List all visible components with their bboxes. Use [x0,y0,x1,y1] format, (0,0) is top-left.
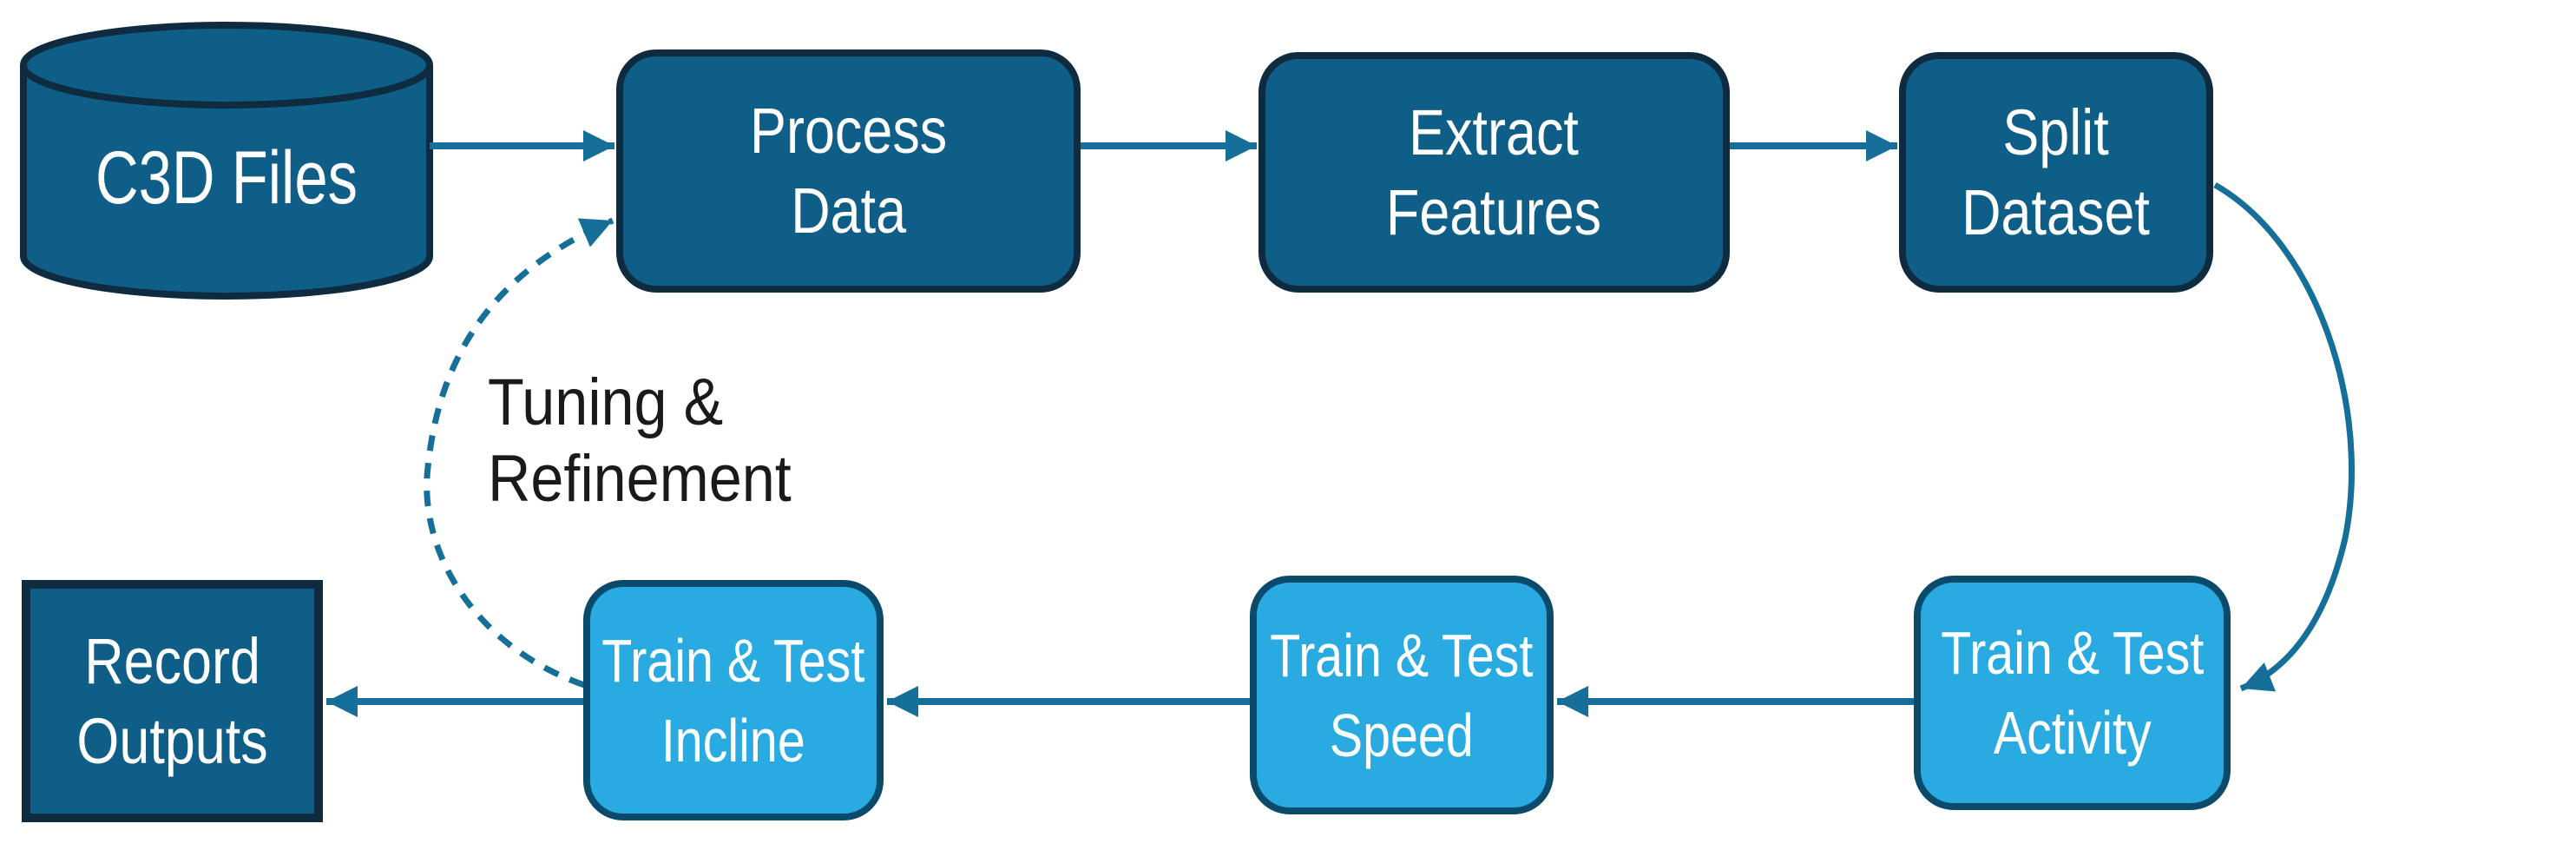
node-extract-features: Extract Features [1258,52,1730,293]
node-train-test-speed: Train & Test Speed [1250,576,1554,814]
node-train-test-incline: Train & Test Incline [583,580,884,820]
node-label: Record Outputs [76,622,267,781]
node-process-data: Process Data [616,49,1081,293]
annotation-line: Refinement [488,442,792,516]
node-label: Process Data [750,91,947,251]
node-record-outputs: Record Outputs [22,580,323,822]
node-label-line: Split [2002,96,2110,168]
annotation-line: Tuning & [488,366,724,439]
node-label: Split Dataset [1962,93,2151,253]
edge-split-to-activity [2213,181,2355,692]
node-label-line: Train & Test [1940,619,2205,687]
node-train-test-activity: Train & Test Activity [1914,576,2231,810]
node-label-line: Train & Test [1270,621,1534,689]
cylinder-top-ellipse [20,22,433,109]
cylinder-shape [20,65,433,300]
node-label: Extract Features [1386,93,1601,253]
node-label: Train & Test Incline [601,621,864,781]
node-label-line: Data [791,175,906,247]
node-label-line: Extract [1409,96,1580,168]
node-label: Train & Test Activity [1941,613,2204,773]
node-split-dataset: Split Dataset [1899,52,2213,293]
node-label: C3D Files [95,135,358,220]
node-label-line: Train & Test [601,626,865,695]
node-label-line: Activity [1993,699,2152,767]
node-label-line: Outputs [76,704,268,777]
node-label-line: Features [1386,175,1602,248]
node-label-line: Record [84,624,260,697]
node-label-line: Incline [661,706,805,774]
node-c3d-files: C3D Files [64,48,389,308]
node-label-line: Dataset [1962,175,2151,248]
node-label-line: Speed [1330,701,1474,769]
tuning-refinement-annotation: Tuning & Refinement [488,365,792,517]
node-label-line: Process [749,95,948,167]
edge-incline-to-process-dashed [424,217,614,689]
node-label: Train & Test Speed [1270,616,1533,775]
